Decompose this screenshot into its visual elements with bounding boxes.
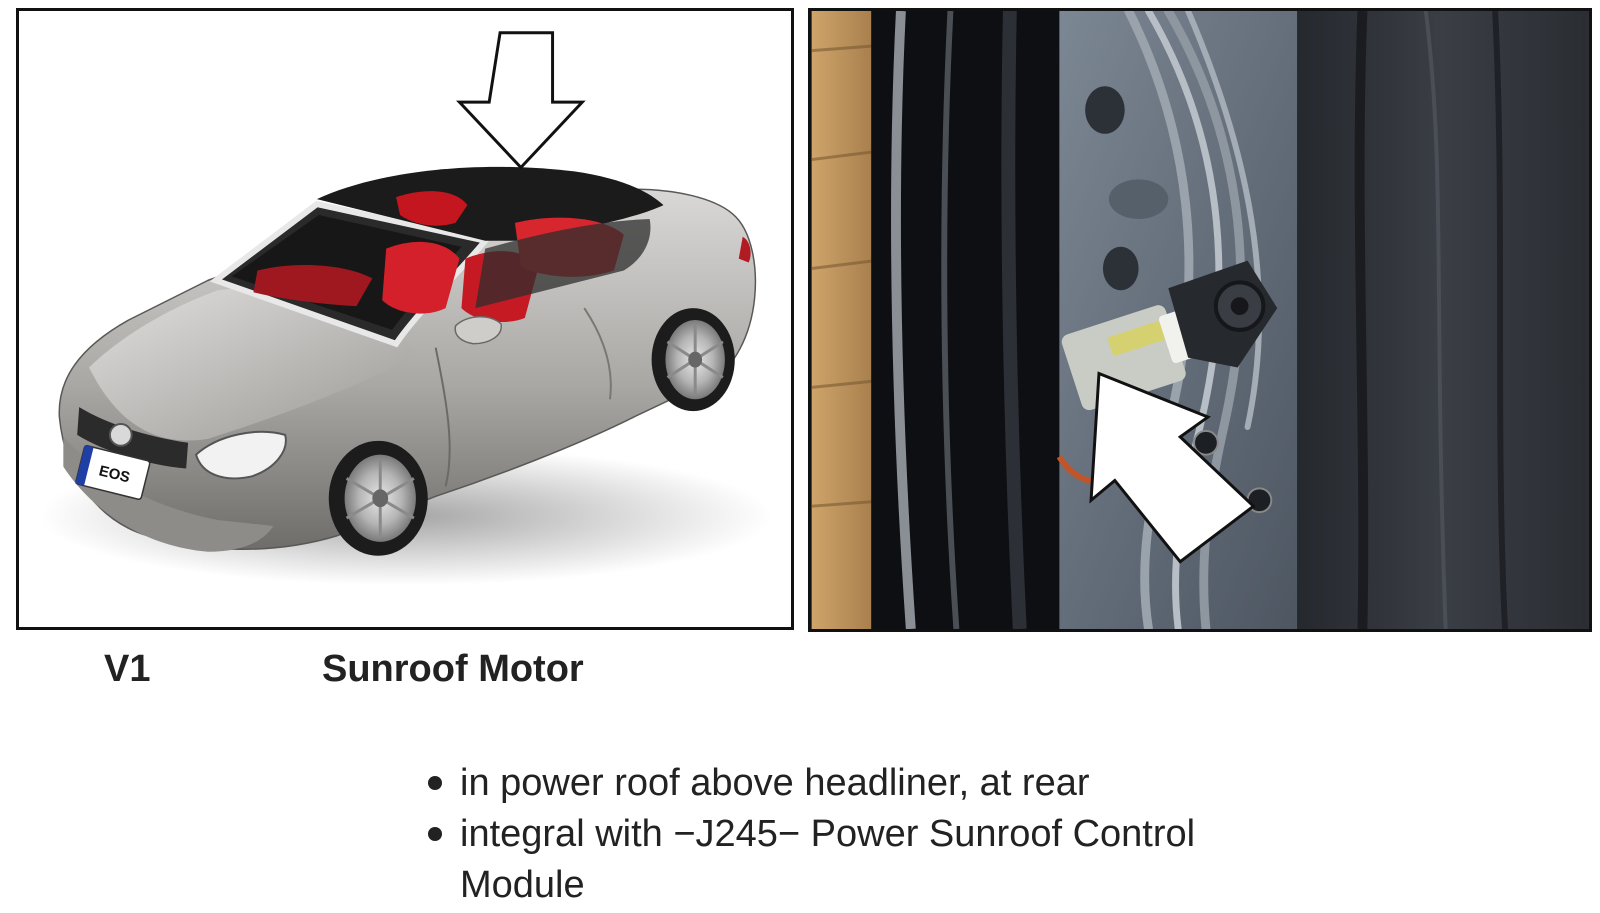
- headliner-fold: [1354, 11, 1369, 629]
- sunroof-motor: [1061, 260, 1278, 514]
- door-line: [434, 347, 451, 487]
- frame-hole-top: [1085, 86, 1125, 134]
- motor-photo: [811, 11, 1589, 629]
- grille: [77, 407, 189, 469]
- plate-text: EOS: [97, 463, 131, 486]
- front-bumper: [63, 436, 274, 552]
- bullet-icon: [428, 827, 442, 841]
- car-illustration: EOS: [39, 31, 773, 586]
- side-mirror: [454, 316, 502, 345]
- frame-hole-mid: [1102, 246, 1139, 291]
- tail-light: [738, 236, 751, 263]
- rear-door-line: [583, 307, 612, 400]
- dash-interior: [253, 264, 373, 307]
- front-wheel: [328, 440, 428, 556]
- front-seat-left: [382, 241, 460, 314]
- component-code: V1: [104, 648, 151, 690]
- car-illustration-panel: EOS: [16, 8, 794, 630]
- seal-groove: [1001, 11, 1027, 629]
- motor-location-photo: [808, 8, 1592, 632]
- bullet-item: integral with −J245− Power Sunroof Contr…: [426, 809, 1280, 911]
- rear-wheel: [651, 308, 735, 412]
- headliner-seam-right: [1492, 11, 1509, 629]
- bullet-text: in power roof above headliner, at rear: [460, 762, 1090, 804]
- bullet-text: integral with −J245− Power Sunroof Contr…: [460, 813, 1196, 906]
- component-title: Sunroof Motor: [322, 648, 584, 690]
- side-window: [475, 218, 651, 309]
- vw-logo: [108, 422, 133, 447]
- license-plate: EOS: [75, 445, 151, 500]
- bullet-icon: [428, 776, 442, 790]
- pointer-arrow-icon: [1089, 371, 1256, 564]
- frame-recess: [1108, 179, 1169, 219]
- location-bullet-list: in power roof above headliner, at rear i…: [426, 758, 1426, 911]
- roof-seat-top: [396, 191, 468, 226]
- seal-edge: [941, 11, 960, 629]
- drive-cables: [1124, 11, 1263, 629]
- seal-highlight: [891, 11, 916, 629]
- bullet-item: in power roof above headliner, at rear: [426, 758, 1426, 809]
- headliner-seam: [1423, 11, 1448, 629]
- down-arrow-icon: [456, 31, 586, 170]
- headlight: [194, 430, 287, 480]
